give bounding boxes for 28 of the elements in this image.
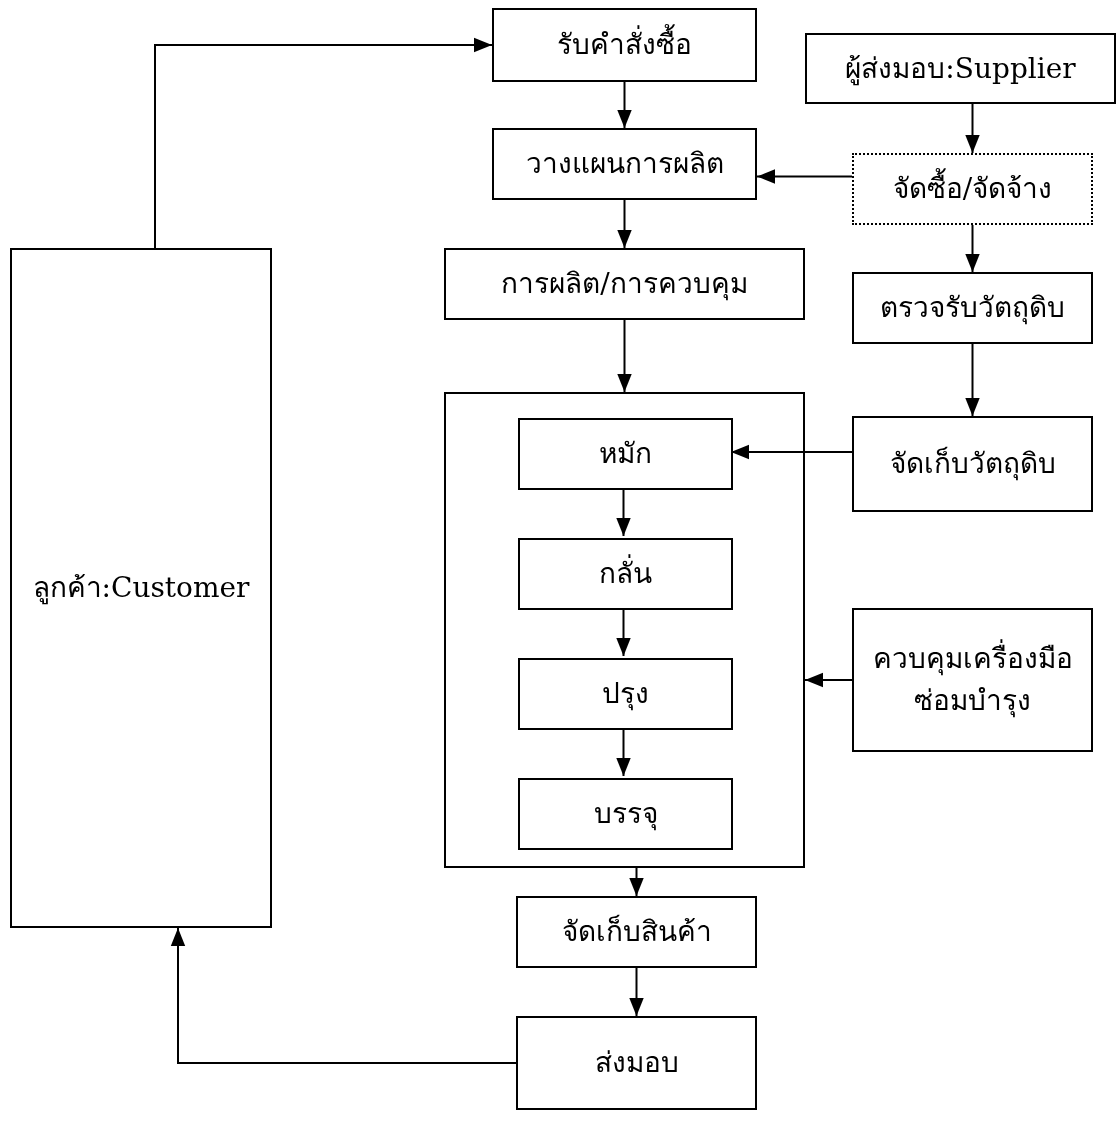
arrow: [965, 224, 980, 273]
arrow: [756, 169, 853, 184]
process-box: ควบคุมเครื่องมือซ่อมบำรุง: [852, 608, 1093, 752]
arrow: [170, 927, 517, 1064]
arrow: [617, 81, 632, 129]
process-box: รับคำสั่งซื้อ: [492, 8, 757, 82]
arrow: [629, 967, 644, 1017]
process-box: ส่งมอบ: [516, 1016, 757, 1110]
arrow: [629, 867, 644, 897]
actor-box: ลูกค้า:Customer: [10, 248, 272, 928]
group-box: [444, 392, 805, 868]
process-box: จัดเก็บวัตถุดิบ: [852, 416, 1093, 512]
arrow: [804, 672, 853, 688]
arrow: [617, 319, 632, 393]
process-box: จัดซื้อ/จัดจ้าง: [852, 153, 1093, 225]
process-box: การผลิต/การควบคุม: [444, 248, 805, 320]
process-box: บรรจุ: [518, 778, 733, 850]
arrow: [965, 103, 980, 154]
arrow: [154, 37, 493, 249]
process-box: ปรุง: [518, 658, 733, 730]
arrow: [965, 343, 980, 417]
process-box: ตรวจรับวัตถุดิบ: [852, 272, 1093, 344]
process-box: วางแผนการผลิต: [492, 128, 757, 200]
actor-box: ผู้ส่งมอบ:Supplier: [805, 33, 1116, 104]
arrow: [617, 199, 632, 249]
process-box: จัดเก็บสินค้า: [516, 896, 757, 968]
process-box: กลั่น: [518, 538, 733, 610]
process-box: หมัก: [518, 418, 733, 490]
